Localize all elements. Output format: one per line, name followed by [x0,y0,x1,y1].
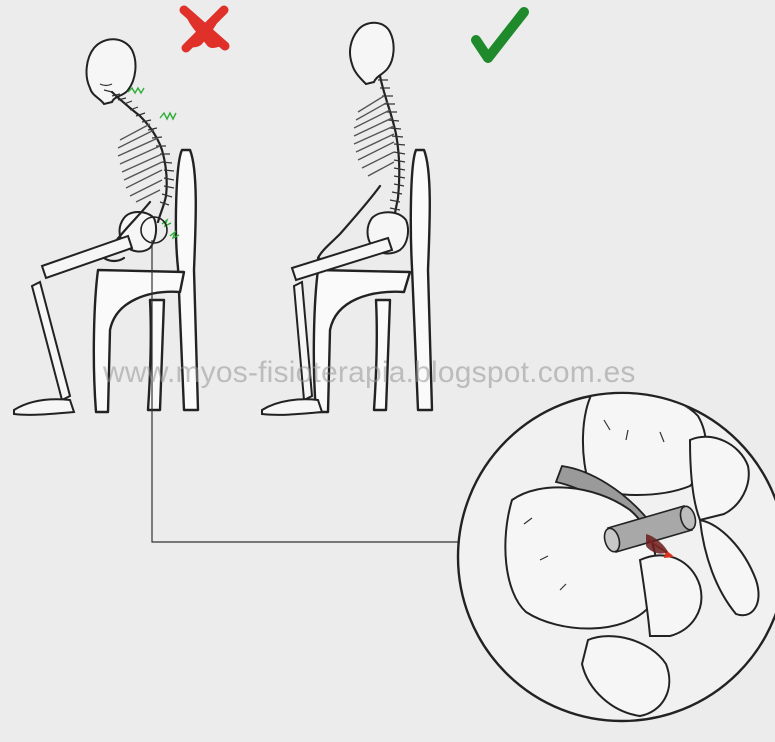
skull-right [350,23,394,84]
spine-left [112,92,174,222]
red-cross-icon [184,10,225,48]
skull-left [87,39,136,104]
watermark-text: www.myos-fisioterapia.blogspot.com.es [103,356,636,390]
green-check-icon [476,12,524,58]
vertebra-zoom-circle [458,388,775,721]
